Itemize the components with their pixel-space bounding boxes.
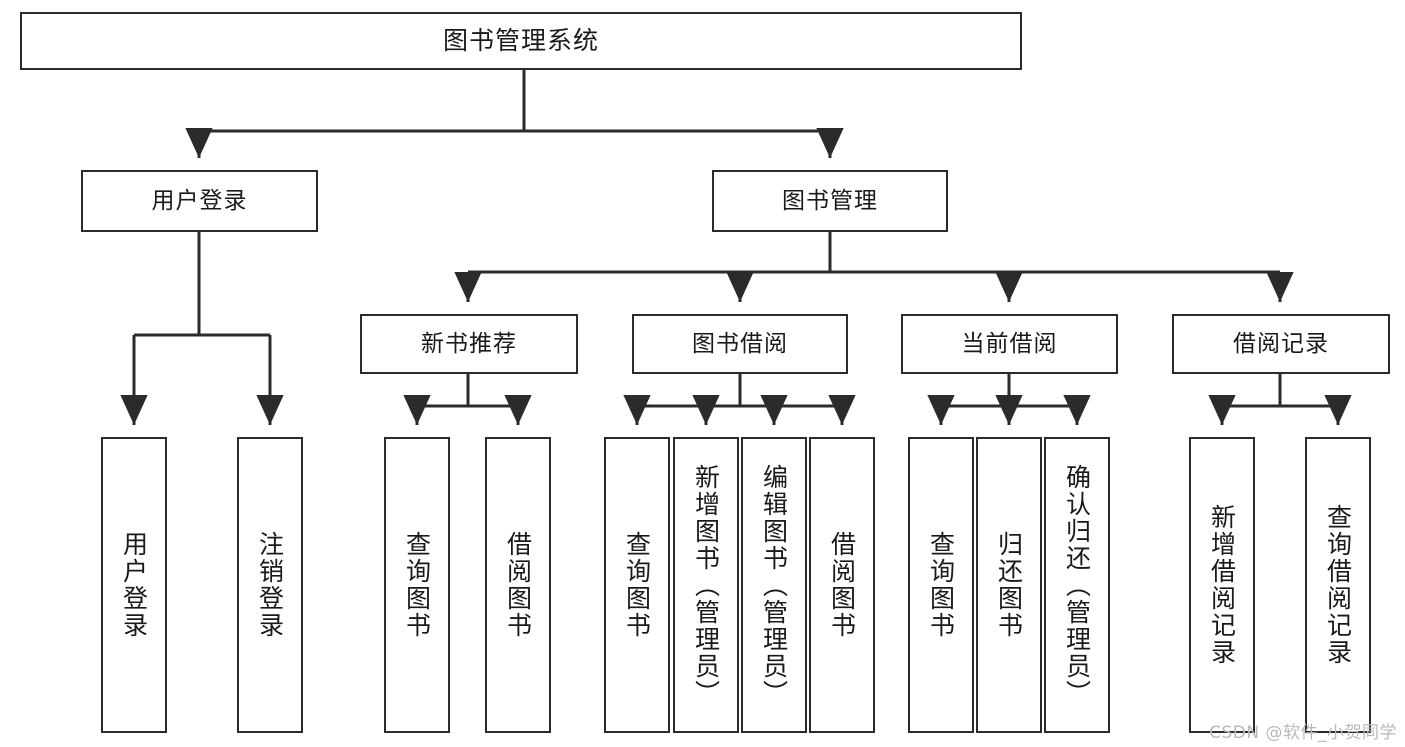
- node-label: 借阅图书: [503, 531, 533, 639]
- node-book-borrow[interactable]: 图书借阅: [632, 314, 848, 374]
- csdn-watermark: CSDN @软件_小贺同学: [1209, 723, 1397, 743]
- leaf-current-query-book[interactable]: 查询图书: [908, 437, 974, 733]
- node-label: 确认归还（管理员）: [1062, 463, 1092, 707]
- node-user-login[interactable]: 用户登录: [81, 170, 318, 232]
- leaf-borrow-add-book-admin[interactable]: 新增图书（管理员）: [673, 437, 739, 733]
- node-label: 借阅图书: [827, 531, 857, 639]
- node-current-borrow[interactable]: 当前借阅: [901, 314, 1118, 374]
- leaf-user-logout[interactable]: 注销登录: [237, 437, 303, 733]
- node-label: 查询图书: [622, 531, 652, 639]
- leaf-borrow-edit-book-admin[interactable]: 编辑图书（管理员）: [741, 437, 807, 733]
- leaf-recommend-query-book[interactable]: 查询图书: [384, 437, 450, 733]
- leaf-borrow-query-book[interactable]: 查询图书: [604, 437, 670, 733]
- node-label: 用户登录: [119, 531, 149, 639]
- node-label: 归还图书: [994, 531, 1024, 639]
- node-label: 图书管理系统: [442, 26, 599, 56]
- node-label: 新增图书（管理员）: [691, 463, 721, 707]
- node-label: 当前借阅: [961, 330, 1058, 357]
- node-root-system[interactable]: 图书管理系统: [20, 12, 1022, 70]
- leaf-recommend-borrow-book[interactable]: 借阅图书: [485, 437, 551, 733]
- node-label: 编辑图书（管理员）: [759, 463, 789, 707]
- node-label: 新书推荐: [421, 330, 517, 357]
- node-new-book-recommend[interactable]: 新书推荐: [360, 314, 578, 374]
- leaf-user-login[interactable]: 用户登录: [101, 437, 167, 733]
- node-label: 查询图书: [926, 531, 956, 639]
- leaf-record-query-borrow-record[interactable]: 查询借阅记录: [1305, 437, 1371, 733]
- node-label: 注销登录: [255, 531, 285, 639]
- node-label: 查询借阅记录: [1323, 504, 1353, 666]
- leaf-borrow-borrow-book[interactable]: 借阅图书: [809, 437, 875, 733]
- leaf-current-return-book[interactable]: 归还图书: [976, 437, 1042, 733]
- node-label: 用户登录: [151, 187, 248, 214]
- node-label: 图书借阅: [692, 330, 788, 357]
- node-label: 借阅记录: [1233, 330, 1329, 357]
- leaf-current-confirm-return-admin[interactable]: 确认归还（管理员）: [1044, 437, 1110, 733]
- node-label: 新增借阅记录: [1207, 504, 1237, 666]
- leaf-record-add-borrow-record[interactable]: 新增借阅记录: [1189, 437, 1255, 733]
- node-borrow-record[interactable]: 借阅记录: [1172, 314, 1390, 374]
- node-book-management[interactable]: 图书管理: [712, 170, 948, 232]
- node-label: 查询图书: [402, 531, 432, 639]
- node-label: 图书管理: [782, 187, 878, 214]
